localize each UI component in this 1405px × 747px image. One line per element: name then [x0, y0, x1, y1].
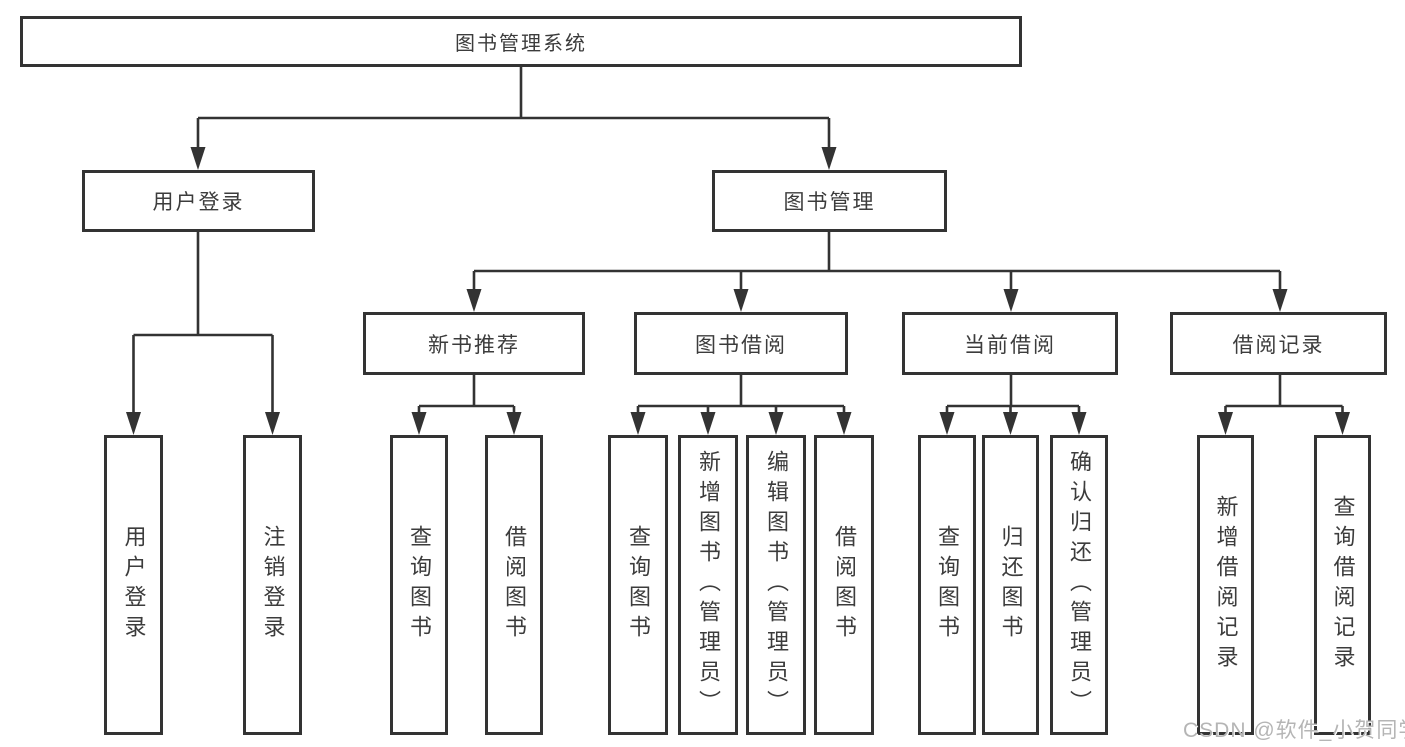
node-label: 查询图书 [407, 525, 432, 645]
node-label: 新增借阅记录 [1213, 495, 1239, 675]
node-label: 借阅图书 [832, 525, 857, 645]
leaf-borrow-books-2: 借阅图书 [814, 435, 874, 735]
node-label: 新书推荐 [428, 333, 520, 357]
node-borrowing-records: 借阅记录 [1170, 312, 1387, 375]
node-book-management: 图书管理 [712, 170, 947, 232]
node-label: 图书管理 [783, 191, 876, 214]
node-label: 查询图书 [935, 525, 960, 645]
leaf-confirm-return-admin: 确认归还（管理员） [1050, 435, 1108, 735]
node-label: 查询图书 [626, 525, 651, 645]
leaf-query-borrow-record: 查询借阅记录 [1314, 435, 1371, 735]
node-label: 归还图书 [998, 525, 1024, 645]
node-label: 用户登录 [152, 191, 245, 214]
node-book-borrowing: 图书借阅 [634, 312, 848, 375]
leaf-return-books: 归还图书 [982, 435, 1039, 735]
leaf-user-login: 用户登录 [104, 435, 163, 735]
leaf-logout: 注销登录 [243, 435, 302, 735]
node-label: 新增图书（管理员） [696, 450, 721, 720]
node-current-borrowing: 当前借阅 [902, 312, 1118, 375]
leaf-query-books-3: 查询图书 [918, 435, 976, 735]
leaf-query-books-1: 查询图书 [390, 435, 448, 735]
node-label: 确认归还（管理员） [1067, 450, 1092, 720]
leaf-borrow-books-1: 借阅图书 [485, 435, 543, 735]
leaf-edit-books-admin: 编辑图书（管理员） [746, 435, 806, 735]
node-label: 借阅记录 [1232, 333, 1325, 357]
node-label: 借阅图书 [502, 525, 527, 645]
leaf-add-borrow-record: 新增借阅记录 [1197, 435, 1254, 735]
node-book-management-system: 图书管理系统 [20, 16, 1022, 67]
node-label: 图书借阅 [695, 333, 787, 357]
node-label: 当前借阅 [964, 333, 1056, 357]
node-label: 图书管理系统 [455, 33, 587, 55]
node-label: 用户登录 [121, 525, 147, 645]
node-label: 查询借阅记录 [1330, 495, 1356, 675]
node-new-book-recommend: 新书推荐 [363, 312, 585, 375]
leaf-query-books-2: 查询图书 [608, 435, 668, 735]
node-label: 编辑图书（管理员） [764, 450, 789, 720]
csdn-watermark: CSDN @软件_小贺同学 [1183, 719, 1405, 742]
node-user-login: 用户登录 [82, 170, 315, 232]
node-label: 注销登录 [260, 525, 286, 645]
leaf-add-books-admin: 新增图书（管理员） [678, 435, 738, 735]
